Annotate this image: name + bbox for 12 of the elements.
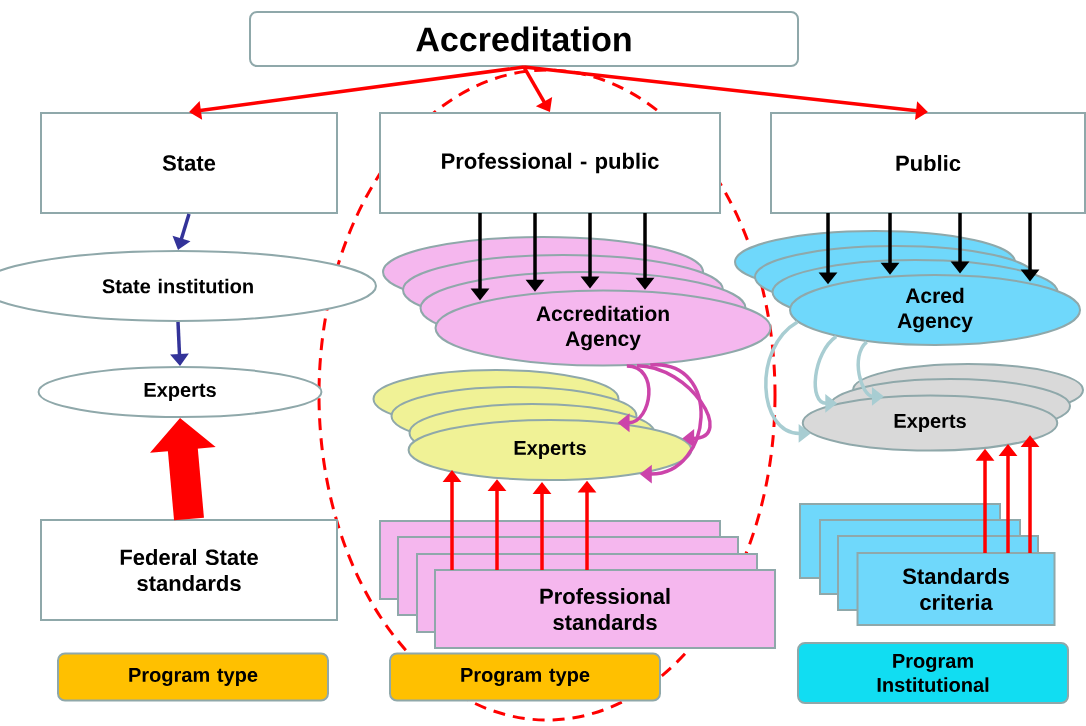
criteria-card: Standards criteria: [856, 552, 1056, 626]
category-box: State: [40, 112, 338, 214]
category-box: Public: [770, 112, 1086, 214]
arrow: [522, 66, 553, 112]
category-box: Professional - public: [379, 112, 721, 214]
standards-box: Federal State standards: [40, 519, 338, 621]
arrow: [636, 363, 712, 448]
standards-card: Professional standards: [434, 569, 776, 649]
program-type-box: Program type: [57, 652, 329, 702]
title-box: Accreditation: [249, 11, 799, 67]
program-type-box: Program type: [389, 652, 661, 702]
program-type-box: Program Institutional: [797, 642, 1069, 704]
